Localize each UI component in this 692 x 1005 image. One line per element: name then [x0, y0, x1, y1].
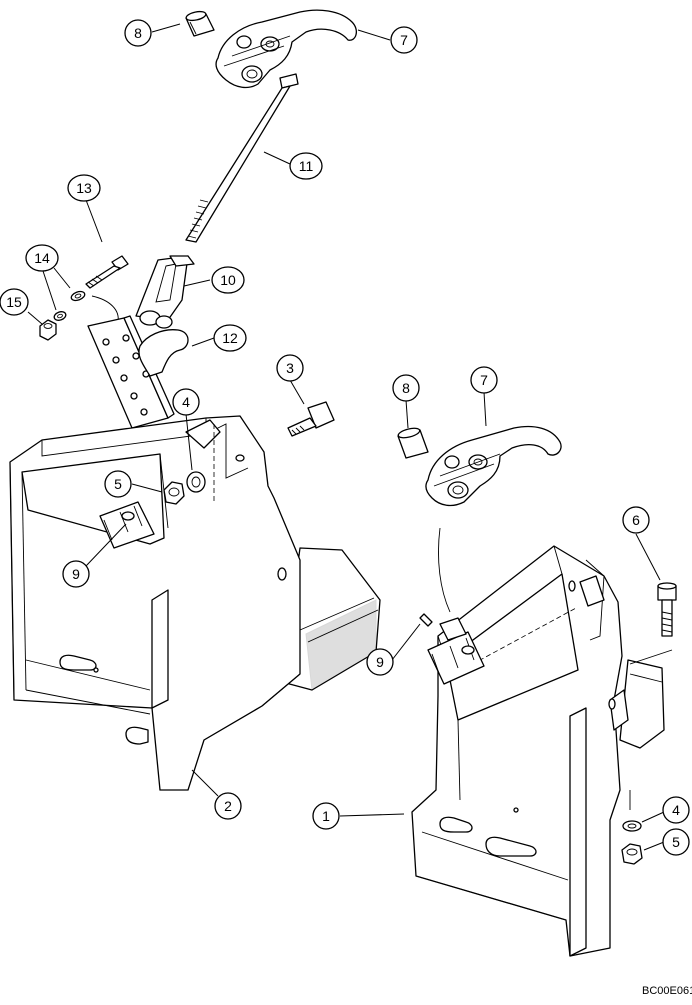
callout-14: 14 [25, 244, 59, 272]
svg-text:3: 3 [286, 360, 294, 376]
svg-text:14: 14 [34, 250, 50, 266]
washer-right [622, 820, 642, 832]
callout-8-right: 8 [392, 374, 420, 402]
svg-text:9: 9 [72, 566, 80, 582]
svg-text:13: 13 [76, 180, 92, 196]
hex-bolt-small [85, 255, 129, 289]
callout-9-left: 9 [62, 560, 90, 588]
callout-3: 3 [276, 354, 304, 382]
bushing-right [397, 427, 429, 459]
callout-15: 15 [0, 288, 29, 316]
latch-hook-right [425, 425, 562, 507]
svg-text:4: 4 [672, 802, 680, 818]
svg-text:2: 2 [224, 798, 232, 814]
callout-8-top: 8 [124, 19, 152, 47]
svg-text:15: 15 [6, 294, 22, 310]
callout-2: 2 [214, 792, 242, 820]
callout-6: 6 [622, 506, 650, 534]
roll-pin-right [419, 613, 433, 627]
washer-small [53, 290, 86, 321]
assembly-arc-left [91, 295, 119, 323]
svg-text:5: 5 [672, 834, 680, 850]
svg-text:5: 5 [114, 476, 122, 492]
svg-text:7: 7 [480, 372, 488, 388]
svg-text:11: 11 [299, 158, 314, 174]
callout-1: 1 [312, 802, 340, 830]
nut-right [621, 843, 643, 865]
washer-left [186, 471, 206, 493]
svg-text:12: 12 [222, 330, 238, 346]
svg-text:10: 10 [220, 272, 236, 288]
svg-text:7: 7 [400, 32, 408, 48]
callout-7-top: 7 [390, 26, 418, 54]
svg-text:4: 4 [182, 394, 190, 410]
nut-left [163, 481, 185, 505]
drawing-code: BC00E061 [642, 985, 692, 997]
latch-pin-right [427, 617, 485, 685]
hex-bolt-6 [657, 582, 677, 637]
mounting-plate-hook [87, 315, 189, 429]
callout-9-right: 9 [366, 648, 394, 676]
bolt-6-path [629, 649, 673, 665]
callout-10: 10 [211, 266, 245, 294]
bracket-left [9, 415, 381, 791]
svg-text:6: 6 [632, 512, 640, 528]
callout-12: 12 [213, 324, 247, 352]
clevis [135, 255, 195, 329]
callout-5-right: 5 [662, 828, 690, 856]
hex-nut-small [39, 319, 57, 341]
svg-text:8: 8 [402, 380, 410, 396]
callout-11: 11 [289, 152, 323, 180]
callout-5-left: 5 [104, 470, 132, 498]
latch-hook-top [215, 9, 358, 89]
callout-4-right: 4 [662, 796, 690, 824]
callout-13: 13 [67, 174, 101, 202]
svg-text:9: 9 [376, 654, 384, 670]
assembly-arc-right [438, 527, 451, 613]
bushing-top [185, 10, 215, 37]
callout-4-left: 4 [172, 388, 200, 416]
hex-bolt-3 [287, 401, 335, 437]
callout-7-right: 7 [470, 366, 498, 394]
eye-bolt [185, 73, 299, 243]
bracket-right [411, 545, 665, 957]
svg-text:1: 1 [322, 808, 330, 824]
leader-lines [27, 23, 665, 851]
svg-text:8: 8 [134, 25, 142, 41]
